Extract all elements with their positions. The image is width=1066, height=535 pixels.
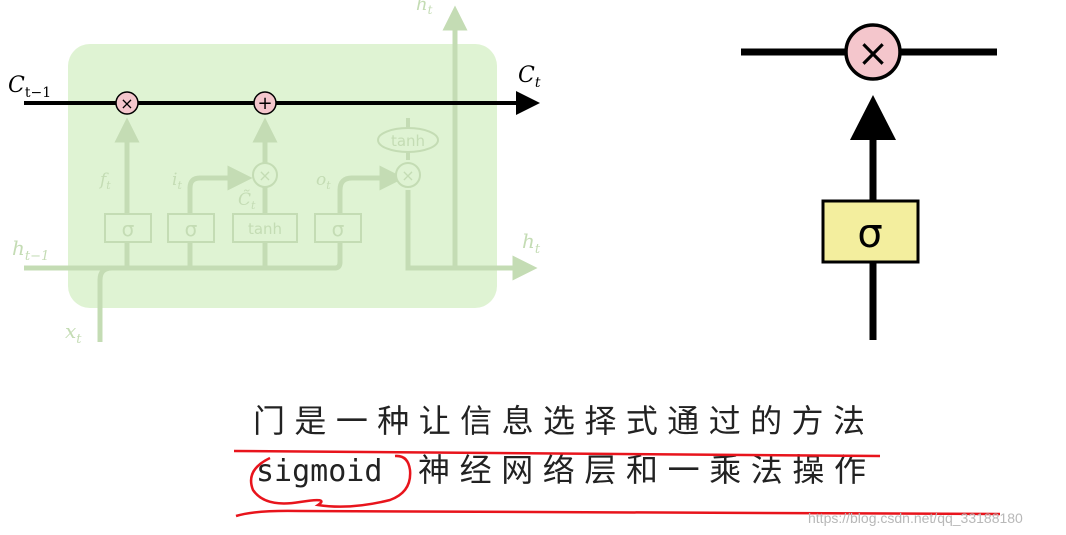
cell-out-label: Ct [518,63,541,91]
gate-mult-symbol: × [857,31,889,75]
inner-mult-node [252,162,278,188]
output-mult-node [395,162,421,188]
inner-mult-symbol: × [258,166,271,185]
output-gate-label: ot [316,170,331,192]
input-label: xt [65,319,82,347]
output-mult-symbol: × [401,166,414,185]
forget-mult-symbol: × [120,94,133,113]
gate-diagram: σ × [741,23,997,340]
add-node [253,91,277,115]
input-gate-arrow [187,165,253,268]
gate-mult-node [844,23,902,81]
caption-line-2: 神经网络层和一乘法操作 [418,451,866,489]
add-symbol: + [257,93,272,114]
input-sigma: σ [185,217,198,241]
gate-sigma: σ [857,211,882,257]
candidate-tanh-box [232,213,298,243]
gate-arrow-head [850,95,896,140]
candidate-label: C̃t [238,190,256,212]
cell-in-label: Ct−1 [8,73,51,101]
forget-sigma: σ [122,217,135,241]
input-sigma-box [167,213,215,243]
caption-line-1: 门是一种让信息选择式通过的方法 [253,402,865,440]
forget-label: ft [98,170,111,192]
gate-sigma-box [821,199,920,264]
hidden-out-label: ht [522,229,541,257]
candidate-tanh: tanh [248,220,282,238]
forget-sigma-box [104,213,152,243]
red-annotations [233,449,1001,518]
output-sigma: σ [332,217,345,241]
hidden-in-label: ht−1 [12,236,49,264]
watermark: https://blog.csdn.net/qq_33188180 [808,510,1023,526]
red-underline-1 [233,449,881,458]
input-gate-label: it [172,170,182,192]
hidden-up-label: ht [416,0,433,17]
tanh-ellipse [377,127,439,153]
input-line [97,265,113,342]
red-circle-sigmoid [249,454,412,508]
lstm-cell: × × tanh σ σ tanh σ ft it C̃t ot ht−1 ht… [8,0,541,347]
red-underline-2 [235,509,1001,518]
caption-sigmoid: sigmoid [256,454,382,489]
forget-mult-node [115,91,139,115]
output-sigma-box [314,213,362,243]
tanh-ellipse-label: tanh [391,132,425,150]
